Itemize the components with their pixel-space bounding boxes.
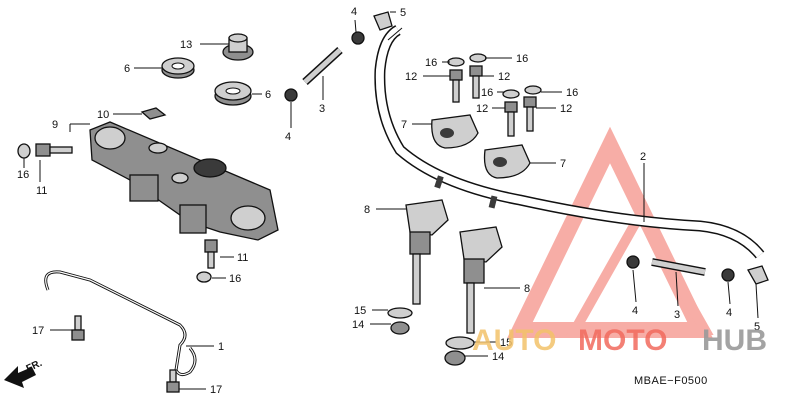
wire-clamp-right[interactable]: [626, 255, 769, 285]
callout-14-left: 14: [352, 319, 364, 331]
top-bridge[interactable]: [89, 121, 279, 241]
cap-10[interactable]: [140, 107, 167, 120]
callout-4-right-a: 4: [632, 305, 638, 317]
nut-14-left[interactable]: [390, 321, 410, 335]
leader-lines: [23, 11, 759, 390]
diagram-code: MBAE−F0500: [634, 375, 708, 387]
callout-13: 13: [180, 39, 192, 51]
callout-15-right: 15: [500, 337, 512, 349]
callout-3-left: 3: [319, 103, 325, 115]
callout-7-upper: 7: [401, 119, 407, 131]
harness-guide[interactable]: [44, 270, 197, 377]
callout-12-c: 12: [476, 103, 488, 115]
wire-clamp-left[interactable]: [284, 11, 393, 102]
lower-holder-right[interactable]: [459, 226, 503, 334]
callout-17-upper: 17: [32, 325, 44, 337]
callout-4-left: 4: [285, 131, 291, 143]
callout-16-d: 16: [566, 87, 578, 99]
front-direction-arrow: FR.: [4, 358, 44, 388]
callout-10: 10: [97, 109, 109, 121]
watermark-auto: AUTO: [472, 324, 556, 357]
bolt-12-d[interactable]: [523, 85, 542, 132]
callout-9: 9: [52, 119, 58, 131]
callout-11-upper: 11: [36, 185, 47, 197]
callout-6-upper: 6: [124, 63, 130, 75]
callout-6-lower: 6: [265, 89, 271, 101]
bolt-11-lower[interactable]: [196, 239, 218, 283]
collar-13[interactable]: [222, 33, 254, 61]
callout-3-right: 3: [674, 309, 680, 321]
lower-holder-left[interactable]: [405, 199, 449, 305]
callout-7-lower: 7: [560, 158, 566, 170]
watermark-triangle: [507, 126, 714, 338]
handlebar-pipe[interactable]: [374, 25, 765, 259]
callout-12-d: 12: [560, 103, 572, 115]
callout-5-upper: 5: [400, 7, 406, 19]
front-direction-label: FR.: [25, 358, 44, 375]
callout-4-upper: 4: [351, 6, 357, 18]
callout-1: 1: [218, 341, 224, 353]
callout-12-b: 12: [498, 71, 510, 83]
callout-14-right: 14: [492, 351, 504, 363]
bolt-12-a[interactable]: [447, 57, 465, 103]
bolt-11-upper[interactable]: [17, 143, 73, 159]
callout-16-b: 16: [516, 53, 528, 65]
callout-12-a: 12: [405, 71, 417, 83]
washer-15-right[interactable]: [445, 336, 475, 350]
callout-16-left: 16: [17, 169, 29, 181]
callout-5-right: 5: [754, 321, 760, 333]
washer-15-left[interactable]: [387, 307, 413, 319]
upper-holder-left[interactable]: [431, 114, 479, 149]
watermark-moto: MOTO: [578, 324, 667, 357]
rubber-6-lower[interactable]: [214, 81, 252, 106]
bolt-17-lower[interactable]: [166, 369, 180, 393]
callout-16-lower: 16: [229, 273, 241, 285]
callout-labels: 13 6 6 10 9 16 11 11 16 4 5 4 3 16 16 12…: [17, 6, 760, 396]
rubber-6-upper[interactable]: [161, 57, 195, 79]
upper-holder-right[interactable]: [483, 144, 531, 179]
bolt-17-upper[interactable]: [71, 315, 85, 341]
callout-4-right-b: 4: [726, 307, 732, 319]
nut-14-right[interactable]: [444, 350, 466, 366]
callout-16-a: 16: [425, 57, 437, 69]
watermark-hub: HUB: [702, 324, 767, 357]
watermark-text: AUTO MOTO HUB: [472, 324, 767, 357]
bolt-12-b[interactable]: [469, 53, 487, 99]
callout-8-right: 8: [524, 283, 530, 295]
bolt-12-c[interactable]: [502, 89, 520, 137]
callout-11-lower: 11: [237, 252, 248, 264]
callout-2: 2: [640, 151, 646, 163]
callout-8-left: 8: [364, 204, 370, 216]
callout-16-c: 16: [481, 87, 493, 99]
callout-15-left: 15: [354, 305, 366, 317]
callout-17-lower: 17: [210, 384, 222, 396]
